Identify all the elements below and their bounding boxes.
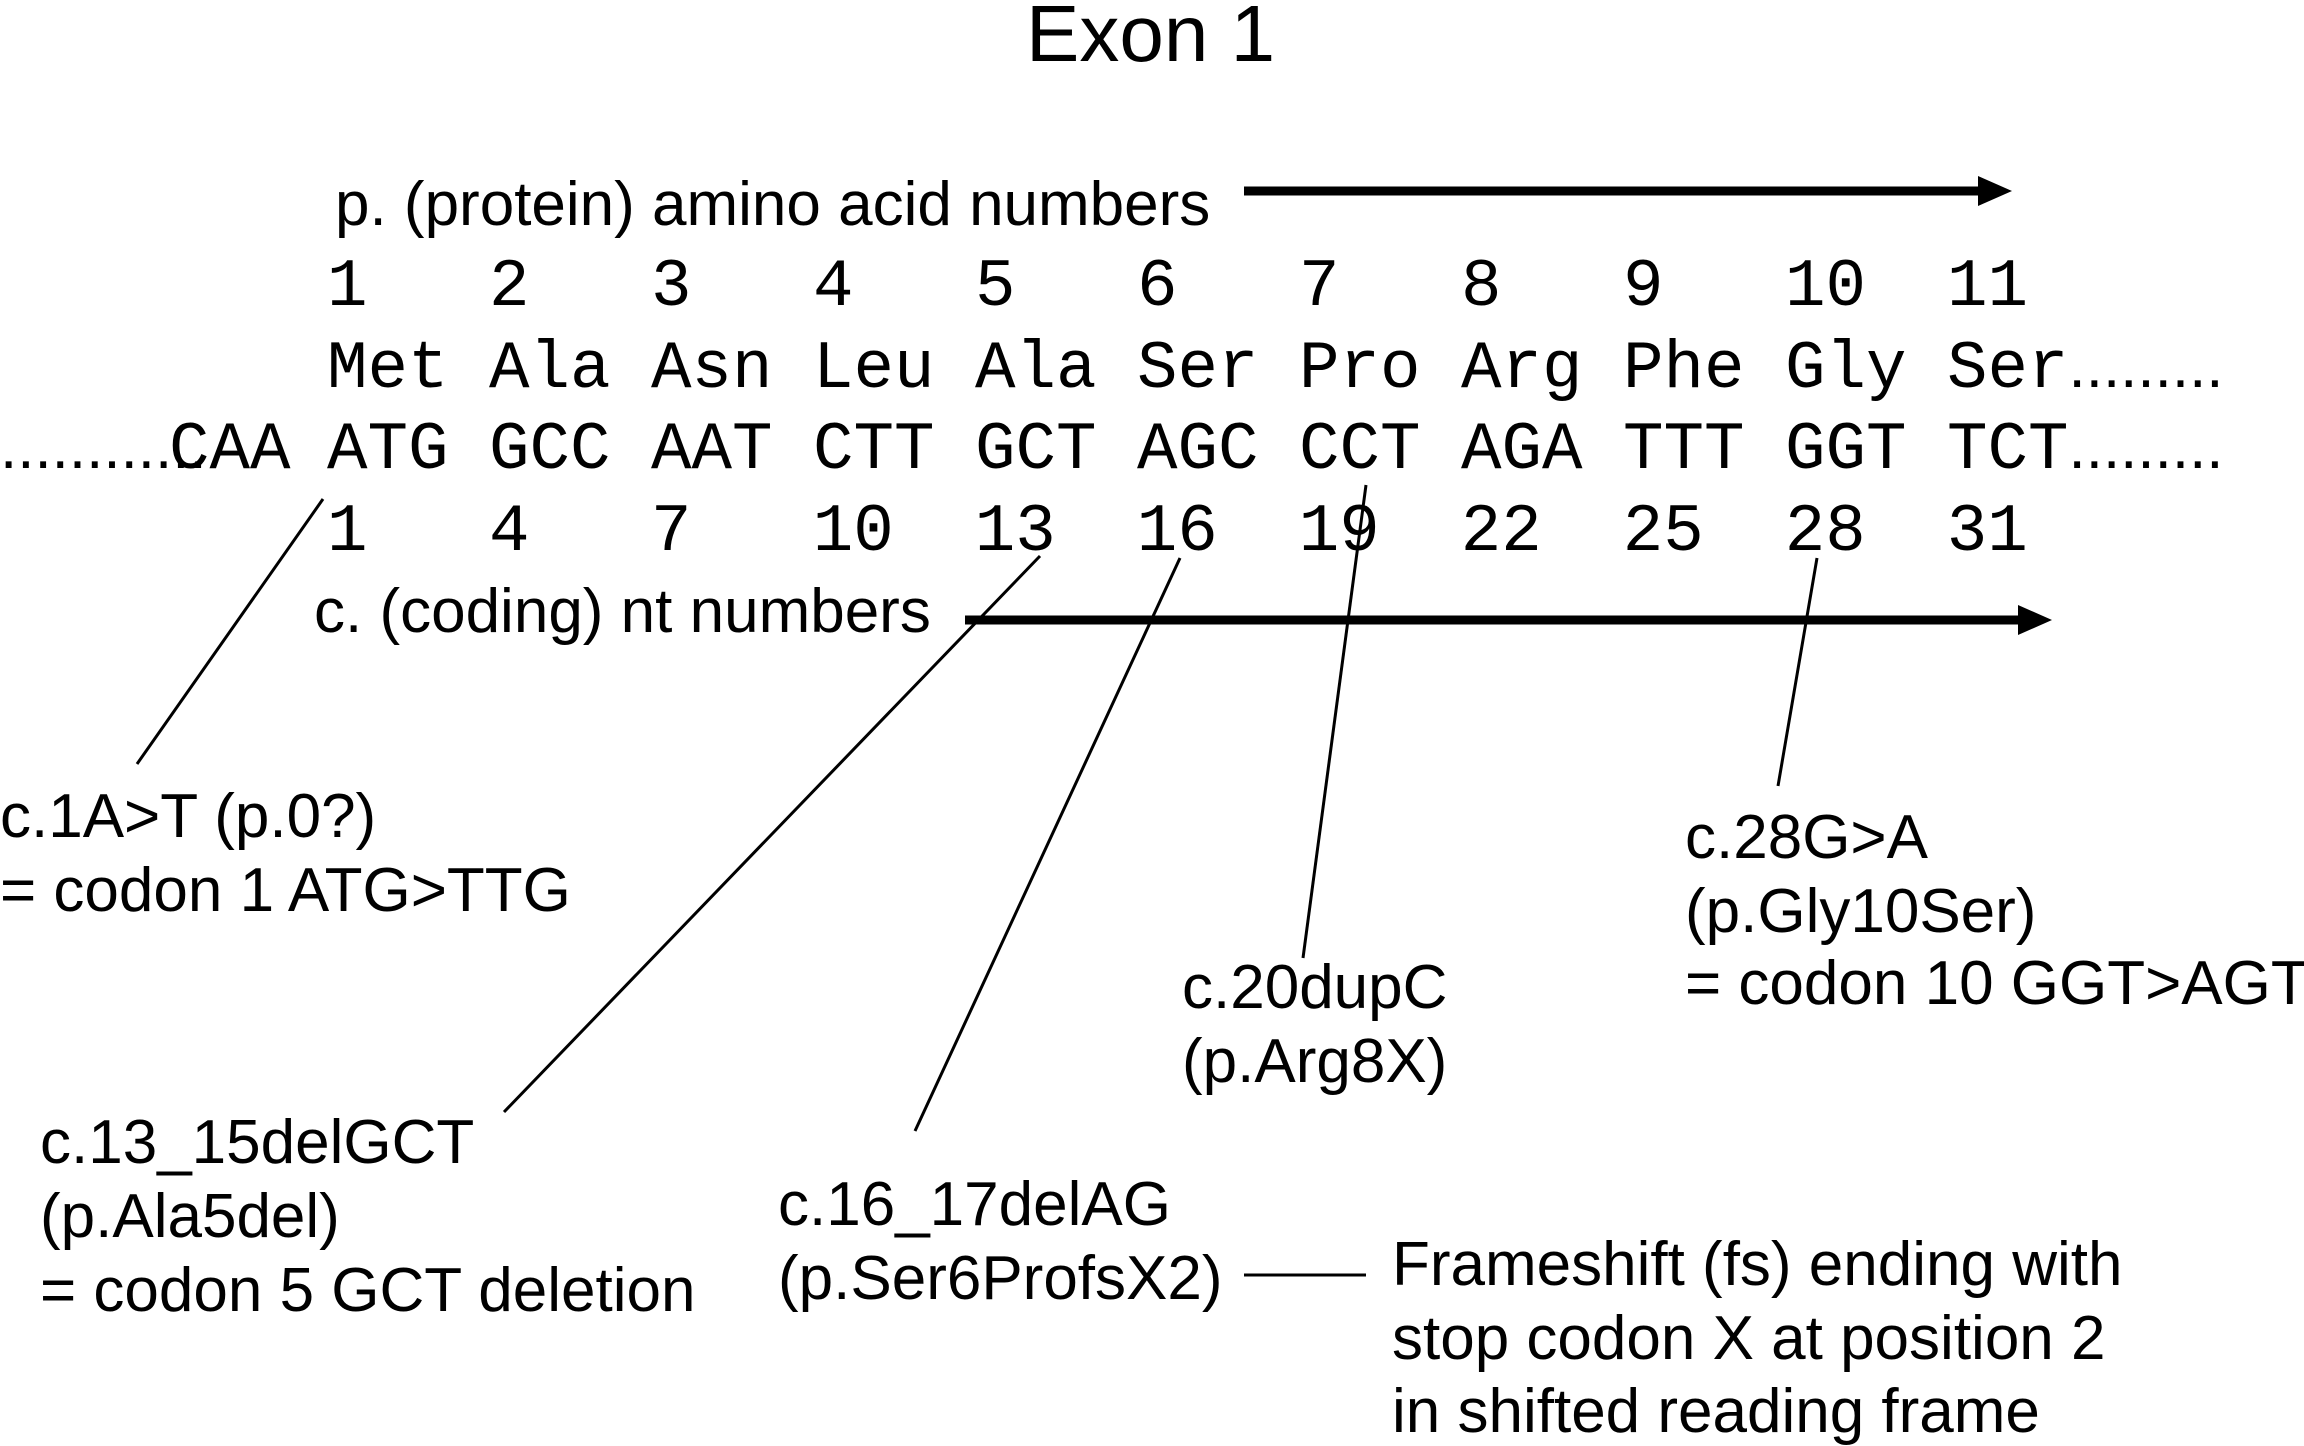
coding-number: 4 bbox=[489, 495, 530, 571]
diagram-title: Exon 1 bbox=[1026, 0, 1275, 78]
annotation-c1AT: c.1A>T (p.0?) = codon 1 ATG>TTG bbox=[0, 782, 571, 925]
leader-line-c1AT bbox=[135, 498, 325, 765]
codon: TTT bbox=[1623, 413, 1745, 489]
annotation-line: (p.Ala5del) bbox=[40, 1182, 340, 1251]
codon: TCT bbox=[1947, 413, 2069, 489]
protein-number: 10 bbox=[1785, 250, 1866, 326]
dna-leading-dots: ............ bbox=[0, 413, 207, 482]
codon: GCT bbox=[975, 413, 1097, 489]
protein-axis-arrow bbox=[1244, 176, 2012, 206]
annotation-line: c.13_15delGCT bbox=[40, 1108, 474, 1177]
dna-trailing-dots: ......... bbox=[2069, 413, 2224, 482]
annotation-line: c.16_17delAG bbox=[778, 1170, 1171, 1239]
coding-number: 16 bbox=[1137, 495, 1218, 571]
coding-number: 10 bbox=[813, 495, 894, 571]
protein-number: 2 bbox=[489, 250, 530, 326]
codon: AGC bbox=[1137, 413, 1259, 489]
annotation-c16del: c.16_17delAG (p.Ser6ProfsX2) bbox=[778, 1170, 1223, 1313]
annotation-c20dup: c.20dupC (p.Arg8X) bbox=[1182, 953, 1447, 1096]
coding-number: 28 bbox=[1785, 495, 1866, 571]
frameshift-line: in shifted reading frame bbox=[1392, 1377, 2040, 1446]
coding-number: 1 bbox=[327, 495, 368, 571]
protein-axis-label: p. (protein) amino acid numbers bbox=[335, 170, 1210, 239]
annotation-line: (p.Arg8X) bbox=[1182, 1027, 1447, 1096]
leader-line-c13del bbox=[502, 554, 1042, 1114]
protein-number: 7 bbox=[1299, 250, 1340, 326]
annotation-c13del: c.13_15delGCT (p.Ala5del) = codon 5 GCT … bbox=[40, 1108, 695, 1325]
codon: ATG bbox=[327, 413, 449, 489]
coding-number: 31 bbox=[1947, 495, 2028, 571]
amino-acid: Phe bbox=[1623, 332, 1745, 408]
amino-acid: Met bbox=[327, 332, 449, 408]
codon: GCC bbox=[489, 413, 611, 489]
annotation-line: = codon 1 ATG>TTG bbox=[0, 856, 571, 925]
protein-number: 3 bbox=[651, 250, 692, 326]
protein-number: 11 bbox=[1947, 250, 2028, 326]
annotation-line: = codon 5 GCT deletion bbox=[40, 1256, 695, 1325]
amino-acid: Arg bbox=[1461, 332, 1583, 408]
upstream-codon: CAA bbox=[169, 413, 291, 489]
protein-number: 1 bbox=[327, 250, 368, 326]
coding-number: 25 bbox=[1623, 495, 1704, 571]
coding-axis-arrow bbox=[965, 605, 2052, 635]
frameshift-note: Frameshift (fs) ending with stop codon X… bbox=[1392, 1230, 2122, 1446]
codon: AGA bbox=[1461, 413, 1583, 489]
amino-acid: Leu bbox=[813, 332, 935, 408]
coding-arrow-head-icon bbox=[2018, 605, 2052, 635]
codon: GGT bbox=[1785, 413, 1907, 489]
amino-trailing-dots: ......... bbox=[2069, 332, 2224, 401]
amino-acid: Gly bbox=[1785, 332, 1907, 408]
codon: CTT bbox=[813, 413, 935, 489]
protein-number: 9 bbox=[1623, 250, 1664, 326]
frameshift-line: stop codon X at position 2 bbox=[1392, 1304, 2105, 1373]
leader-line-c20dup bbox=[1301, 484, 1368, 959]
amino-acid: Asn bbox=[651, 332, 773, 408]
codon: CCT bbox=[1299, 413, 1421, 489]
annotation-line: c.28G>A bbox=[1685, 803, 1929, 872]
coding-axis-label: c. (coding) nt numbers bbox=[314, 577, 931, 646]
frameshift-line: Frameshift (fs) ending with bbox=[1392, 1230, 2122, 1299]
amino-acid: Ala bbox=[975, 332, 1097, 408]
leader-line-c28GA bbox=[1776, 557, 1819, 787]
coding-number: 7 bbox=[651, 495, 692, 571]
codon: AAT bbox=[651, 413, 773, 489]
coding-number: 19 bbox=[1299, 495, 1380, 571]
amino-acid: Ser bbox=[1137, 332, 1259, 408]
protein-arrow-head-icon bbox=[1978, 176, 2012, 206]
protein-number: 5 bbox=[975, 250, 1016, 326]
coding-number: 13 bbox=[975, 495, 1056, 571]
protein-number: 6 bbox=[1137, 250, 1178, 326]
annotation-line: c.1A>T (p.0?) bbox=[0, 782, 376, 851]
protein-number: 4 bbox=[813, 250, 854, 326]
annotation-line: c.20dupC bbox=[1182, 953, 1447, 1022]
coding-number-row: 1 4 7 10 13 16 19 22 25 28 31 bbox=[327, 495, 2028, 571]
annotation-c28GA: c.28G>A (p.Gly10Ser) = codon 10 GGT>AGT bbox=[1685, 803, 2304, 1018]
coding-number: 22 bbox=[1461, 495, 1542, 571]
amino-acid: Pro bbox=[1299, 332, 1421, 408]
leader-line-c16del bbox=[913, 557, 1182, 1132]
amino-acid: Ser bbox=[1947, 332, 2069, 408]
protein-number: 8 bbox=[1461, 250, 1502, 326]
amino-acid: Ala bbox=[489, 332, 611, 408]
protein-number-row: 1 2 3 4 5 6 7 8 9 10 11 bbox=[327, 250, 2028, 326]
dna-sequence-row: ............CAA ATG GCC AAT CTT GCT AGC CCT AGA T… bbox=[0, 413, 2224, 489]
annotation-line: (p.Ser6ProfsX2) bbox=[778, 1244, 1223, 1313]
annotation-line: (p.Gly10Ser) bbox=[1685, 877, 2036, 946]
amino-acid-row: Met Ala Asn Leu Ala Ser Pro Arg Phe Gly Ser.......… bbox=[327, 332, 2224, 408]
annotation-line: = codon 10 GGT>AGT bbox=[1685, 949, 2304, 1018]
